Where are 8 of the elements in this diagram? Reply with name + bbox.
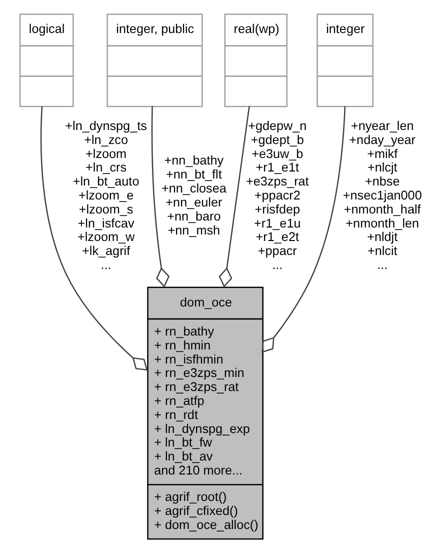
edge-label: +nn_bathy +nn_bt_flt +nn_closea +nn_euler +nn_baro +nn_msh bbox=[161, 154, 226, 238]
edge-label: +gdepw_n +gdept_b +e3uw_b +r1_e1t +e3zps_rat +ppacr2 +risfdep +r1_e1u +r1_e2t +ppacr ... bbox=[246, 118, 309, 272]
edge-label: +ln_dynspg_ts +ln_zco +lzoom +ln_crs +ln_bt_auto +lzoom_e +lzoom_s +ln_isfcav +lzoom_w +lk_agrif ... bbox=[65, 118, 147, 272]
connector bbox=[262, 106, 346, 353]
edge-label: +nyear_len +nday_year +mikf +nlcjt +nbse +nsec1jan000 +nmonth_half +nmonth_len +nldjt +nlcit ... bbox=[342, 118, 422, 272]
connector bbox=[151, 106, 170, 288]
connector bbox=[218, 106, 250, 288]
connector bbox=[40, 106, 148, 371]
